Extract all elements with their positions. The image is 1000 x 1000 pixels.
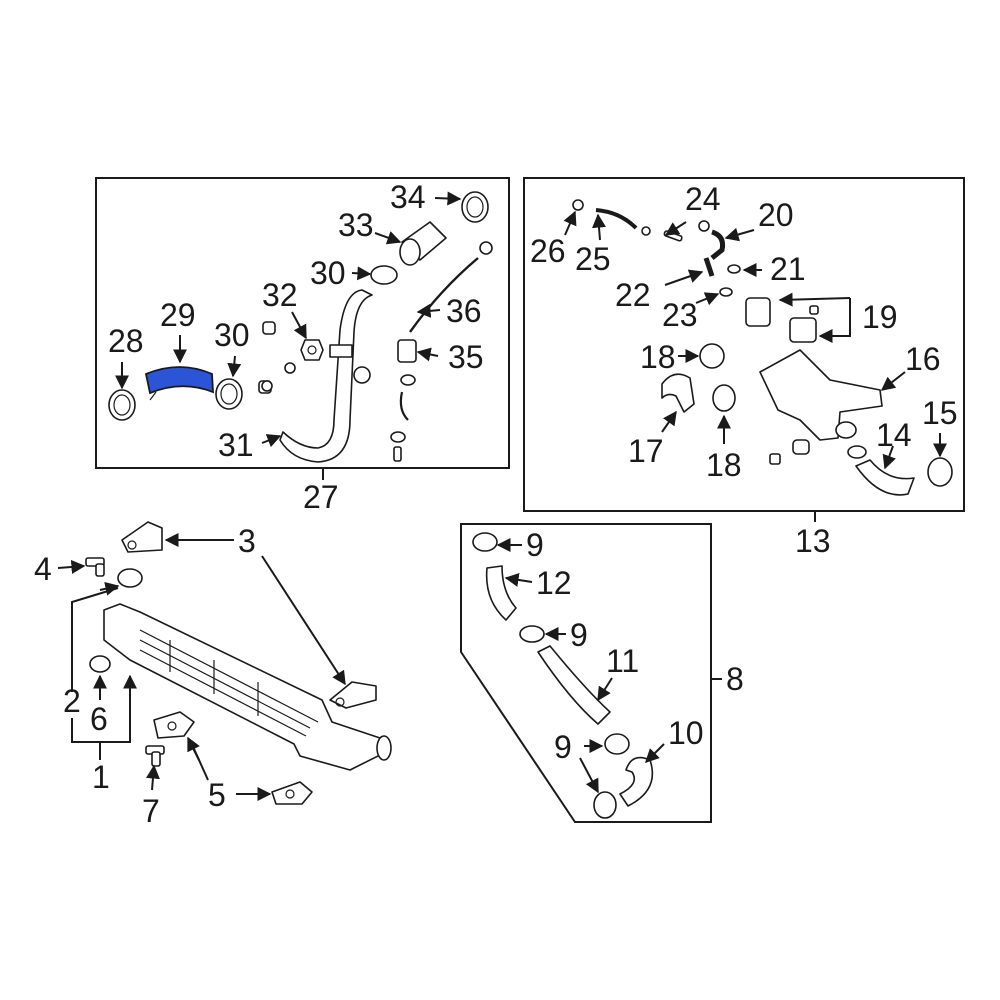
part-9-clamp-bottom[interactable] <box>593 791 617 819</box>
callout-16: 16 <box>905 341 941 377</box>
callout-29: 29 <box>160 297 196 333</box>
part-6-grommet[interactable] <box>89 655 111 673</box>
part-15-clamp[interactable] <box>927 457 953 487</box>
callout-33: 33 <box>338 207 374 243</box>
part-3-bracket-right[interactable] <box>329 681 377 709</box>
callout-2: 2 <box>63 683 81 719</box>
part-19-solenoid[interactable] <box>745 297 819 343</box>
part-18-clamp-upper[interactable] <box>699 343 725 369</box>
part-30-clamp-right[interactable] <box>370 265 398 285</box>
callout-9-mid: 9 <box>570 617 588 653</box>
callout-15: 15 <box>922 395 958 431</box>
callout-22: 22 <box>615 277 651 313</box>
group-27-box <box>95 177 510 480</box>
part-18-clamp-lower[interactable] <box>712 384 736 412</box>
part-22-tube[interactable] <box>703 257 715 277</box>
part-16-housing[interactable] <box>759 349 883 441</box>
part-23-clip[interactable] <box>719 287 733 297</box>
fittings-13 <box>769 439 810 465</box>
callout-28: 28 <box>108 323 144 359</box>
part-33-connector[interactable] <box>399 221 447 266</box>
group-8-box <box>460 523 722 823</box>
callout-10: 10 <box>668 715 704 751</box>
part-32-sensor[interactable] <box>300 339 324 361</box>
fitting-top-right <box>479 241 493 255</box>
callout-labels: 28 29 30 32 31 30 33 34 36 35 27 26 25 2… <box>34 179 958 829</box>
callout-9-top: 9 <box>526 527 544 563</box>
leader-lines <box>57 191 947 801</box>
callout-36: 36 <box>446 293 482 329</box>
part-21-clip[interactable] <box>727 264 741 274</box>
callout-9-lower: 9 <box>554 729 572 765</box>
callout-21: 21 <box>770 251 806 287</box>
callout-20: 20 <box>758 197 794 233</box>
part-31-pipe[interactable] <box>279 289 373 463</box>
callout-30-left: 30 <box>214 317 250 353</box>
part-20-hose[interactable] <box>710 229 725 260</box>
callout-35: 35 <box>448 339 484 375</box>
callout-6: 6 <box>90 701 108 737</box>
part-30-clamp-left[interactable] <box>215 378 243 410</box>
callout-27: 27 <box>303 479 339 515</box>
callout-7: 7 <box>142 793 160 829</box>
callout-30-right: 30 <box>310 255 346 291</box>
callout-1: 1 <box>92 759 110 795</box>
callout-23: 23 <box>662 297 698 333</box>
callout-14: 14 <box>876 417 912 453</box>
part-2-grommet[interactable] <box>117 568 143 588</box>
part-36-tube[interactable] <box>409 257 479 333</box>
callout-13: 13 <box>795 523 831 559</box>
part-29-intake-hose[interactable] <box>144 366 214 401</box>
part-7-bolt[interactable] <box>145 745 165 767</box>
part-12-elbow[interactable] <box>485 565 517 621</box>
part-34-clamp[interactable] <box>461 191 489 223</box>
callout-18-lower: 18 <box>706 447 742 483</box>
callout-32: 32 <box>262 277 298 313</box>
callout-5: 5 <box>208 777 226 813</box>
part-10-elbow[interactable] <box>619 756 654 807</box>
part-11-pipe[interactable] <box>537 645 611 725</box>
callout-19: 19 <box>862 299 898 335</box>
callout-34: 34 <box>390 179 426 215</box>
part-25-line[interactable] <box>595 208 651 236</box>
callout-4: 4 <box>34 551 52 587</box>
callout-26: 26 <box>530 233 566 269</box>
callout-3: 3 <box>238 523 256 559</box>
part-9-clamp-lower[interactable] <box>604 733 630 755</box>
part-14-hose[interactable] <box>847 445 915 496</box>
callout-8: 8 <box>726 661 744 697</box>
callout-11: 11 <box>606 643 639 679</box>
part-28-clamp[interactable] <box>108 389 136 421</box>
group-13-box <box>523 177 965 522</box>
callout-17: 17 <box>628 433 664 469</box>
callout-12: 12 <box>536 565 572 601</box>
part-4-bolt[interactable] <box>85 557 105 577</box>
part-3-bracket-upper[interactable] <box>121 521 163 553</box>
part-26-cap[interactable] <box>572 199 584 211</box>
callout-18-upper: 18 <box>640 339 676 375</box>
callout-25: 25 <box>575 241 611 277</box>
fittings-group <box>258 321 296 394</box>
part-35-valve[interactable] <box>390 339 417 462</box>
part-5-bracket-left[interactable] <box>153 711 195 739</box>
part-9-clamp-top[interactable] <box>472 532 498 552</box>
part-9-clamp-mid[interactable] <box>519 625 545 643</box>
part-17-elbow[interactable] <box>661 373 695 413</box>
callout-24: 24 <box>685 181 721 217</box>
part-1-intercooler[interactable] <box>103 603 392 771</box>
callout-31: 31 <box>218 427 254 463</box>
part-5-bracket-right[interactable] <box>271 781 313 805</box>
